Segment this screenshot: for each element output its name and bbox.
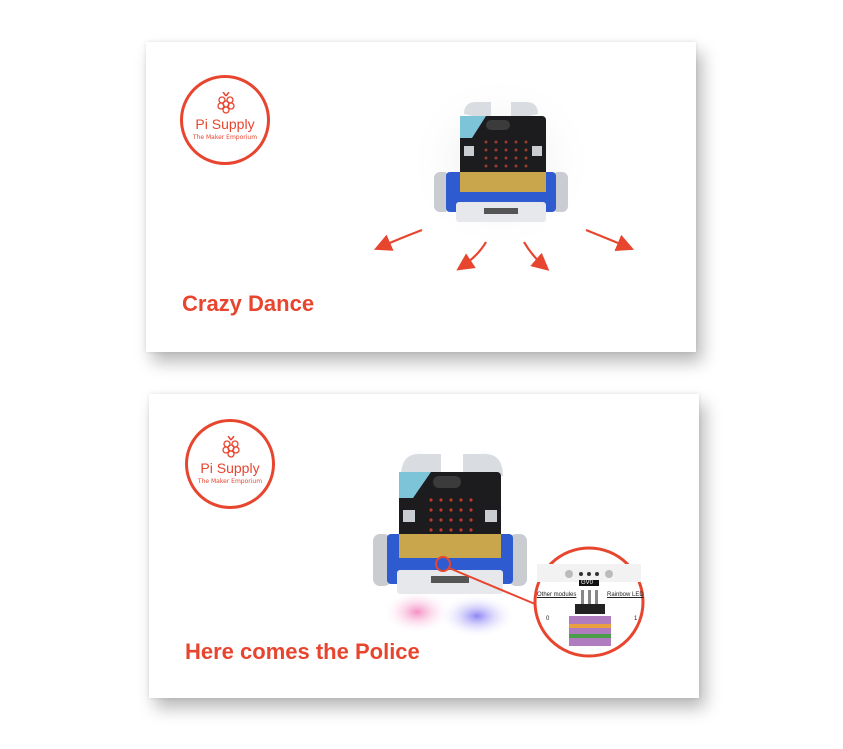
robot-illustration bbox=[373, 448, 645, 658]
robot-illustration bbox=[373, 72, 635, 271]
raspberry-icon bbox=[217, 92, 235, 114]
zoom-label-other-modules: Other modules bbox=[537, 592, 577, 598]
movement-arrows bbox=[373, 228, 635, 271]
zoom-label-rainbow-led: Rainbow LED bbox=[607, 592, 644, 598]
logo-tagline: The Maker Emporium bbox=[192, 134, 258, 141]
police-card: Pi Supply The Maker Emporium bbox=[149, 394, 699, 698]
robot-body bbox=[434, 102, 568, 222]
connector-highlight bbox=[435, 556, 451, 572]
raspberry-icon bbox=[222, 436, 240, 458]
robot-body bbox=[373, 454, 527, 594]
card-caption: Here comes the Police bbox=[185, 639, 420, 664]
logo-brand: Pi Supply bbox=[195, 116, 255, 132]
pi-supply-logo: Pi Supply The Maker Emporium bbox=[180, 75, 270, 165]
zoom-header-text: GV0 bbox=[581, 580, 594, 586]
zoom-connector-line bbox=[448, 567, 536, 605]
card-caption: Crazy Dance bbox=[182, 291, 315, 316]
zoom-pin-left: 0 bbox=[546, 616, 550, 622]
zoom-detail bbox=[533, 546, 645, 658]
pi-supply-logo: Pi Supply The Maker Emporium bbox=[185, 419, 275, 509]
crazy-dance-card: Pi Supply The Maker Emporium bbox=[146, 42, 696, 352]
zoom-pin-right: 1 bbox=[634, 616, 638, 622]
led-matrix bbox=[484, 140, 528, 168]
led-matrix bbox=[429, 498, 473, 532]
logo-tagline: The Maker Emporium bbox=[197, 478, 263, 485]
logo-brand: Pi Supply bbox=[200, 460, 260, 476]
